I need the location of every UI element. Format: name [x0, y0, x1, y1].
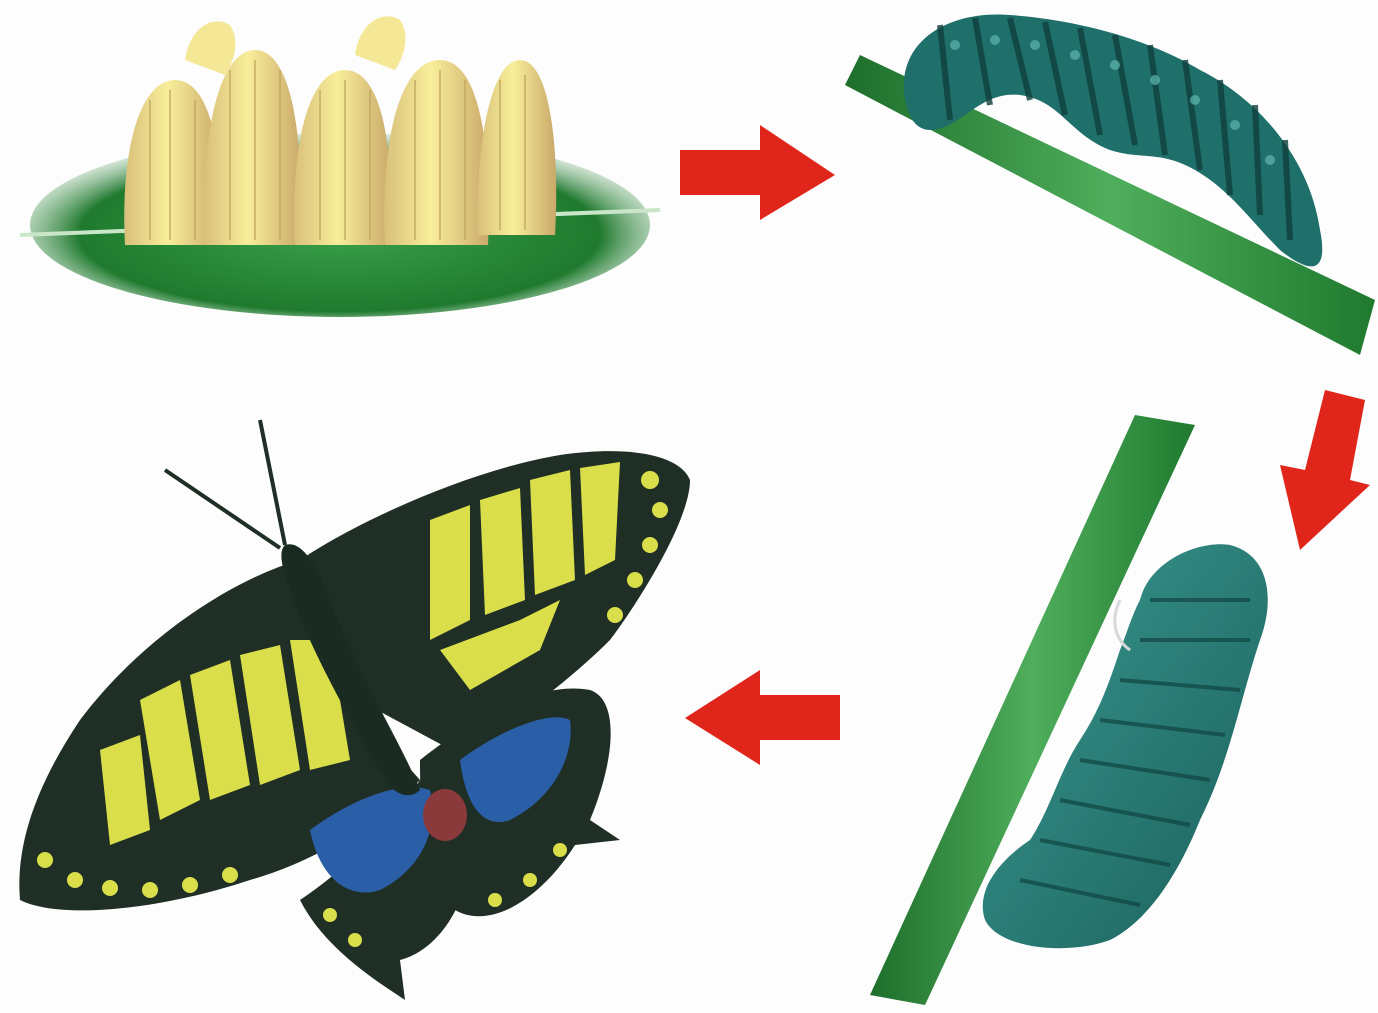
- arrow-egg-to-larva: [680, 125, 835, 220]
- egg-cluster-icon: [124, 16, 556, 245]
- egg-stage: [20, 16, 660, 317]
- larva-stage: [845, 14, 1375, 355]
- pupa-stage: [870, 415, 1268, 1005]
- arrow-larva-to-pupa: [1280, 390, 1370, 550]
- arrow-pupa-to-adult: [685, 670, 840, 765]
- adult-stage: [19, 420, 690, 1000]
- swallowtail-butterfly-icon: [19, 420, 690, 1000]
